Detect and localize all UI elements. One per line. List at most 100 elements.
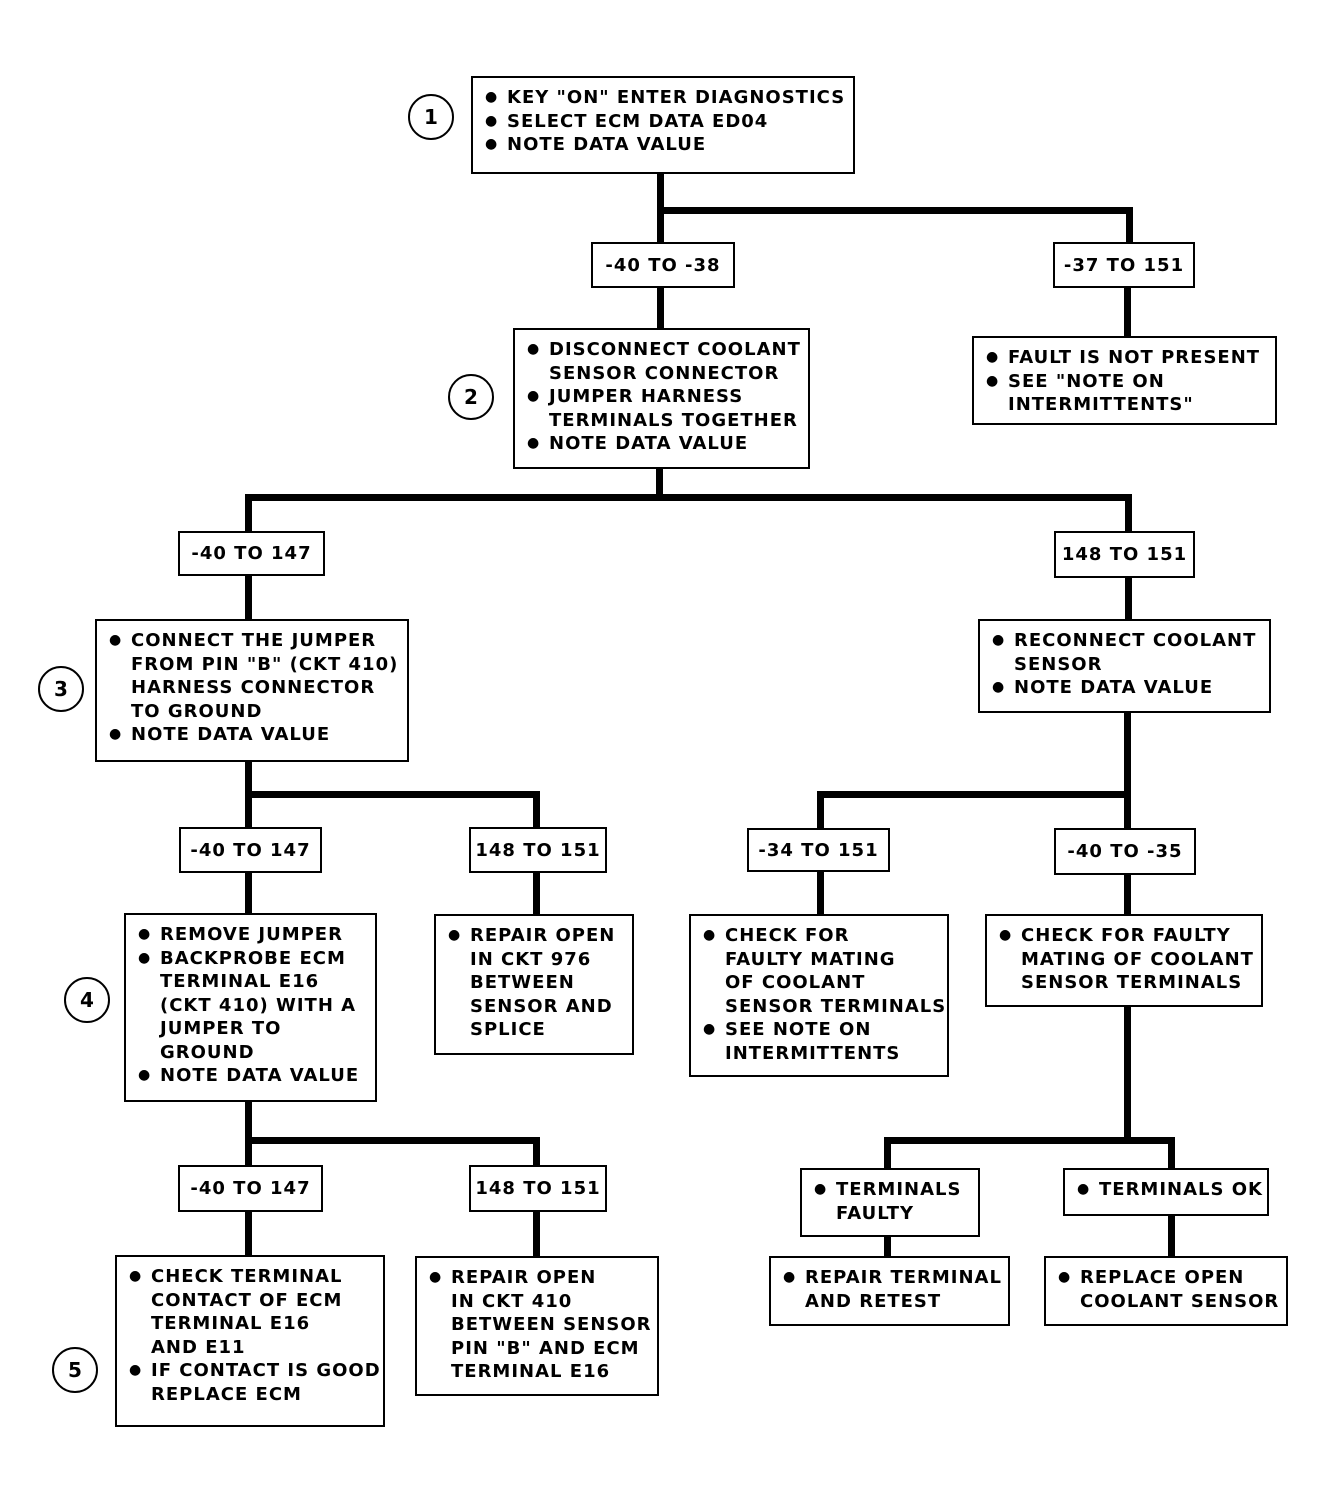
connector-line [1124,874,1131,915]
connector-line [245,872,252,914]
range-label: -40 TO 147 [179,827,322,873]
connector-line [1124,711,1131,829]
connector-line [245,791,540,798]
bullet-item: REMOVE JUMPER [136,923,365,947]
range-label: -37 TO 151 [1053,242,1195,288]
fault-not-present-box: FAULT IS NOT PRESENTSEE "NOTE ONINTERMIT… [972,336,1277,425]
connector-line [817,791,824,829]
range-label: 148 TO 151 [469,1165,607,1212]
bullet-item: NOTE DATA VALUE [107,723,397,747]
connector-line [533,1137,540,1166]
range-label: -40 TO 147 [178,1165,323,1212]
step-number-5: 5 [52,1347,98,1393]
bullet-list: FAULT IS NOT PRESENTSEE "NOTE ONINTERMIT… [984,346,1265,417]
connector-line [245,1137,540,1144]
bullet-item: NOTE DATA VALUE [483,133,843,157]
bullet-item: SELECT ECM DATA ED04 [483,110,843,134]
connector-line [245,494,252,532]
bullet-item: NOTE DATA VALUE [990,676,1259,700]
step1-box: KEY "ON" ENTER DIAGNOSTICSSELECT ECM DAT… [471,76,855,174]
connector-line [245,1100,252,1166]
range-label: 148 TO 151 [1054,531,1195,578]
connector-line [884,1137,891,1169]
connector-line [245,494,1132,501]
bullet-item: TERMINALS OK [1075,1178,1262,1202]
step-number-4: 4 [64,977,110,1023]
step-number-2: 2 [448,374,494,420]
bullet-item: NOTE DATA VALUE [136,1064,365,1088]
bullet-item: FAULT IS NOT PRESENT [984,346,1265,370]
range-label: 148 TO 151 [469,827,607,873]
range-label: -34 TO 151 [747,828,890,872]
connector-line [884,1137,1175,1144]
connector-line [884,1236,891,1257]
terminals-ok-box: TERMINALS OK [1063,1168,1269,1216]
connector-line [533,872,540,915]
reconnect-sensor-box: RECONNECT COOLANTSENSORNOTE DATA VALUE [978,619,1271,713]
bullet-item: KEY "ON" ENTER DIAGNOSTICS [483,86,844,110]
connector-line [657,287,664,328]
range-label: -40 TO -38 [591,242,735,288]
bullet-list: TERMINALS OK [1075,1178,1262,1202]
connector-line [533,791,540,828]
connector-line [245,575,252,619]
connector-line [1126,207,1133,243]
step-number-1: 1 [408,94,454,140]
connector-line [245,1211,252,1255]
connector-line [1168,1137,1175,1169]
step-number-3: 3 [38,666,84,712]
connector-line [657,207,1132,214]
bullet-list: KEY "ON" ENTER DIAGNOSTICSSELECT ECM DAT… [483,86,844,157]
connector-line [1124,1005,1131,1143]
connector-line [1125,494,1132,532]
range-label: -40 TO -35 [1054,828,1196,875]
connector-line [817,871,824,915]
bullet-list: RECONNECT COOLANTSENSORNOTE DATA VALUE [990,629,1259,700]
connector-line [1168,1215,1175,1257]
range-label: -40 TO 147 [178,531,325,576]
connector-line [817,791,1131,798]
connector-line [533,1211,540,1256]
connector-line [1124,287,1131,337]
bullet-item: NOTE DATA VALUE [525,432,798,456]
connector-line [1125,577,1132,619]
